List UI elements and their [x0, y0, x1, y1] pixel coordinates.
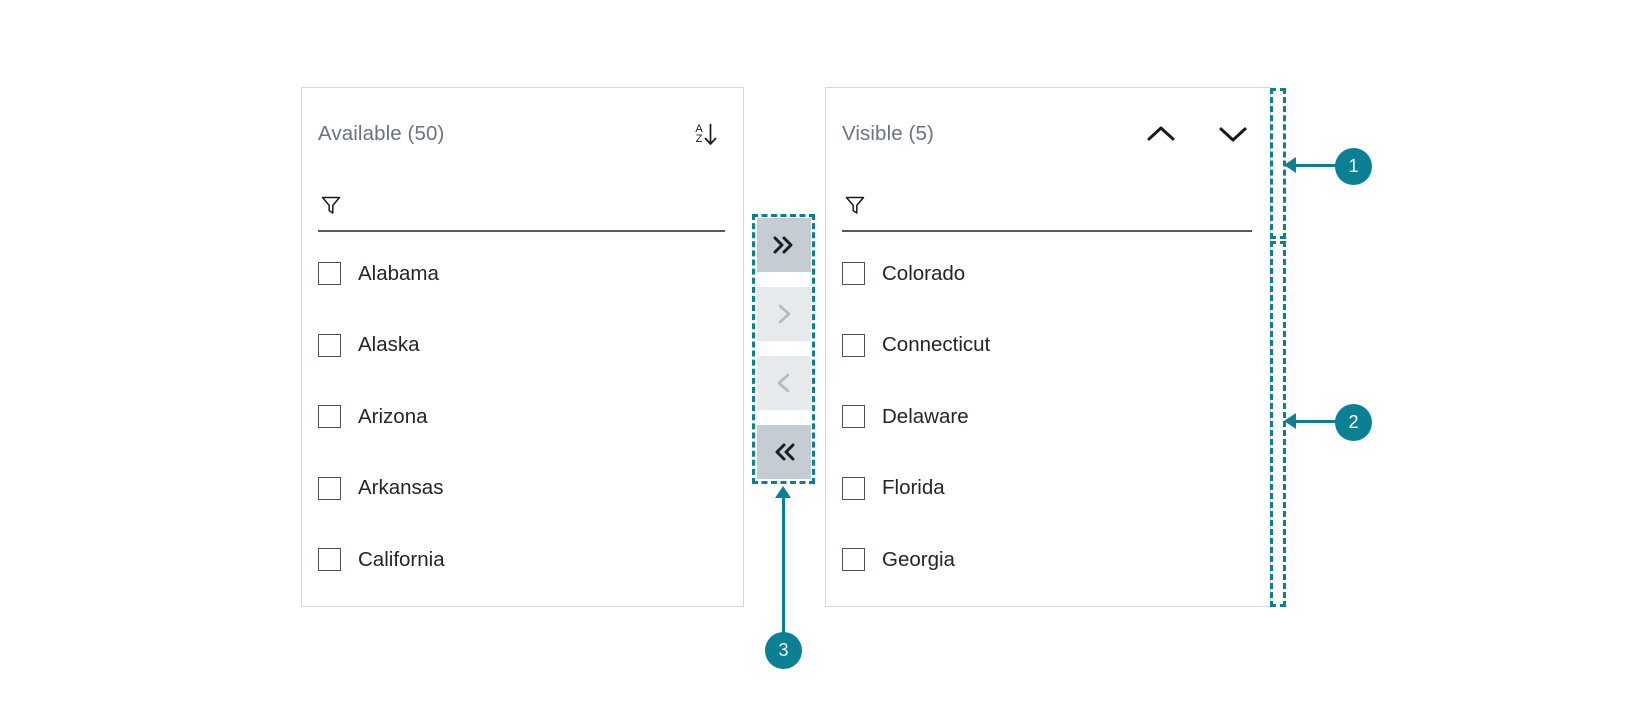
annotation-arrowhead-3 [775, 486, 791, 498]
list-item[interactable]: Florida [826, 453, 1270, 525]
available-panel-header: Available (50) A Z [302, 88, 743, 180]
list-item-label: Arizona [358, 404, 428, 428]
checkbox-unchecked-icon[interactable] [842, 262, 865, 286]
sort-a-z-button[interactable]: A Z [689, 117, 723, 151]
checkbox-unchecked-icon[interactable] [842, 548, 865, 572]
checkbox-unchecked-icon[interactable] [842, 405, 865, 429]
available-panel-title: Available (50) [318, 122, 445, 145]
annotation-badge-3[interactable]: 3 [765, 632, 802, 669]
list-item-label: Alaska [358, 333, 420, 357]
move-left-button[interactable] [757, 356, 811, 410]
move-down-button[interactable] [1216, 117, 1250, 151]
list-item[interactable]: Arkansas [302, 453, 743, 525]
list-item-label: Alabama [358, 261, 439, 285]
annotation-badge-1[interactable]: 1 [1335, 148, 1372, 185]
filter-funnel-icon [318, 192, 344, 218]
list-item-label: Florida [882, 476, 945, 500]
annotation-arrowhead-1 [1284, 157, 1296, 173]
sort-letter-top: A [695, 122, 703, 135]
checkbox-unchecked-icon[interactable] [842, 333, 865, 357]
transfer-button-group [757, 218, 811, 480]
available-filter-row[interactable] [318, 180, 725, 232]
checkbox-unchecked-icon[interactable] [318, 476, 341, 500]
list-item-label: Colorado [882, 261, 966, 285]
available-header-actions: A Z [689, 117, 723, 151]
checkbox-unchecked-icon[interactable] [318, 405, 341, 429]
move-up-button[interactable] [1144, 117, 1178, 151]
double-chevron-right-icon [773, 236, 793, 254]
checkbox-unchecked-icon[interactable] [318, 262, 341, 286]
move-right-button[interactable] [757, 287, 811, 341]
chevron-left-icon [777, 373, 790, 393]
list-item[interactable]: California [302, 524, 743, 596]
available-filter-input[interactable] [352, 195, 725, 215]
annotation-leader-line-2 [1290, 420, 1338, 423]
chevron-up-icon [1147, 126, 1175, 141]
visible-panel: Visible (5) [825, 87, 1271, 607]
visible-header-actions [1144, 117, 1250, 151]
list-item[interactable]: Delaware [826, 381, 1270, 453]
visible-filter-row[interactable] [842, 180, 1252, 232]
move-all-left-button[interactable] [757, 425, 811, 479]
available-panel: Available (50) A Z [301, 87, 744, 607]
list-item-label: Arkansas [358, 476, 444, 500]
annotation-badge-2[interactable]: 2 [1335, 404, 1372, 441]
list-item[interactable]: Colorado [826, 238, 1270, 310]
list-item-label: Georgia [882, 547, 955, 571]
list-item[interactable]: Connecticut [826, 310, 1270, 382]
sort-az-icon: A Z [695, 122, 717, 146]
checkbox-unchecked-icon[interactable] [842, 476, 865, 500]
visible-panel-header: Visible (5) [826, 88, 1270, 180]
visible-panel-title: Visible (5) [842, 122, 934, 145]
filter-funnel-icon [842, 192, 868, 218]
move-all-right-button[interactable] [757, 218, 811, 272]
checkbox-unchecked-icon[interactable] [318, 548, 341, 572]
chevron-down-icon [1219, 127, 1247, 142]
list-item[interactable]: Arizona [302, 381, 743, 453]
list-item-label: California [358, 547, 445, 571]
list-item[interactable]: Georgia [826, 524, 1270, 596]
annotation-region-1 [1270, 88, 1286, 239]
visible-filter-input[interactable] [876, 195, 1252, 215]
annotation-region-2 [1270, 241, 1286, 607]
double-chevron-left-icon [775, 443, 795, 461]
annotation-arrowhead-2 [1284, 413, 1296, 429]
checkbox-unchecked-icon[interactable] [318, 333, 341, 357]
annotation-leader-line-1 [1290, 164, 1338, 167]
list-item[interactable]: Alabama [302, 238, 743, 310]
list-item-label: Connecticut [882, 333, 991, 357]
chevron-right-icon [778, 304, 791, 324]
list-item-label: Delaware [882, 404, 969, 428]
sort-letter-bottom: Z [695, 133, 703, 145]
annotation-leader-line-3 [782, 492, 785, 634]
list-item[interactable]: Alaska [302, 310, 743, 382]
